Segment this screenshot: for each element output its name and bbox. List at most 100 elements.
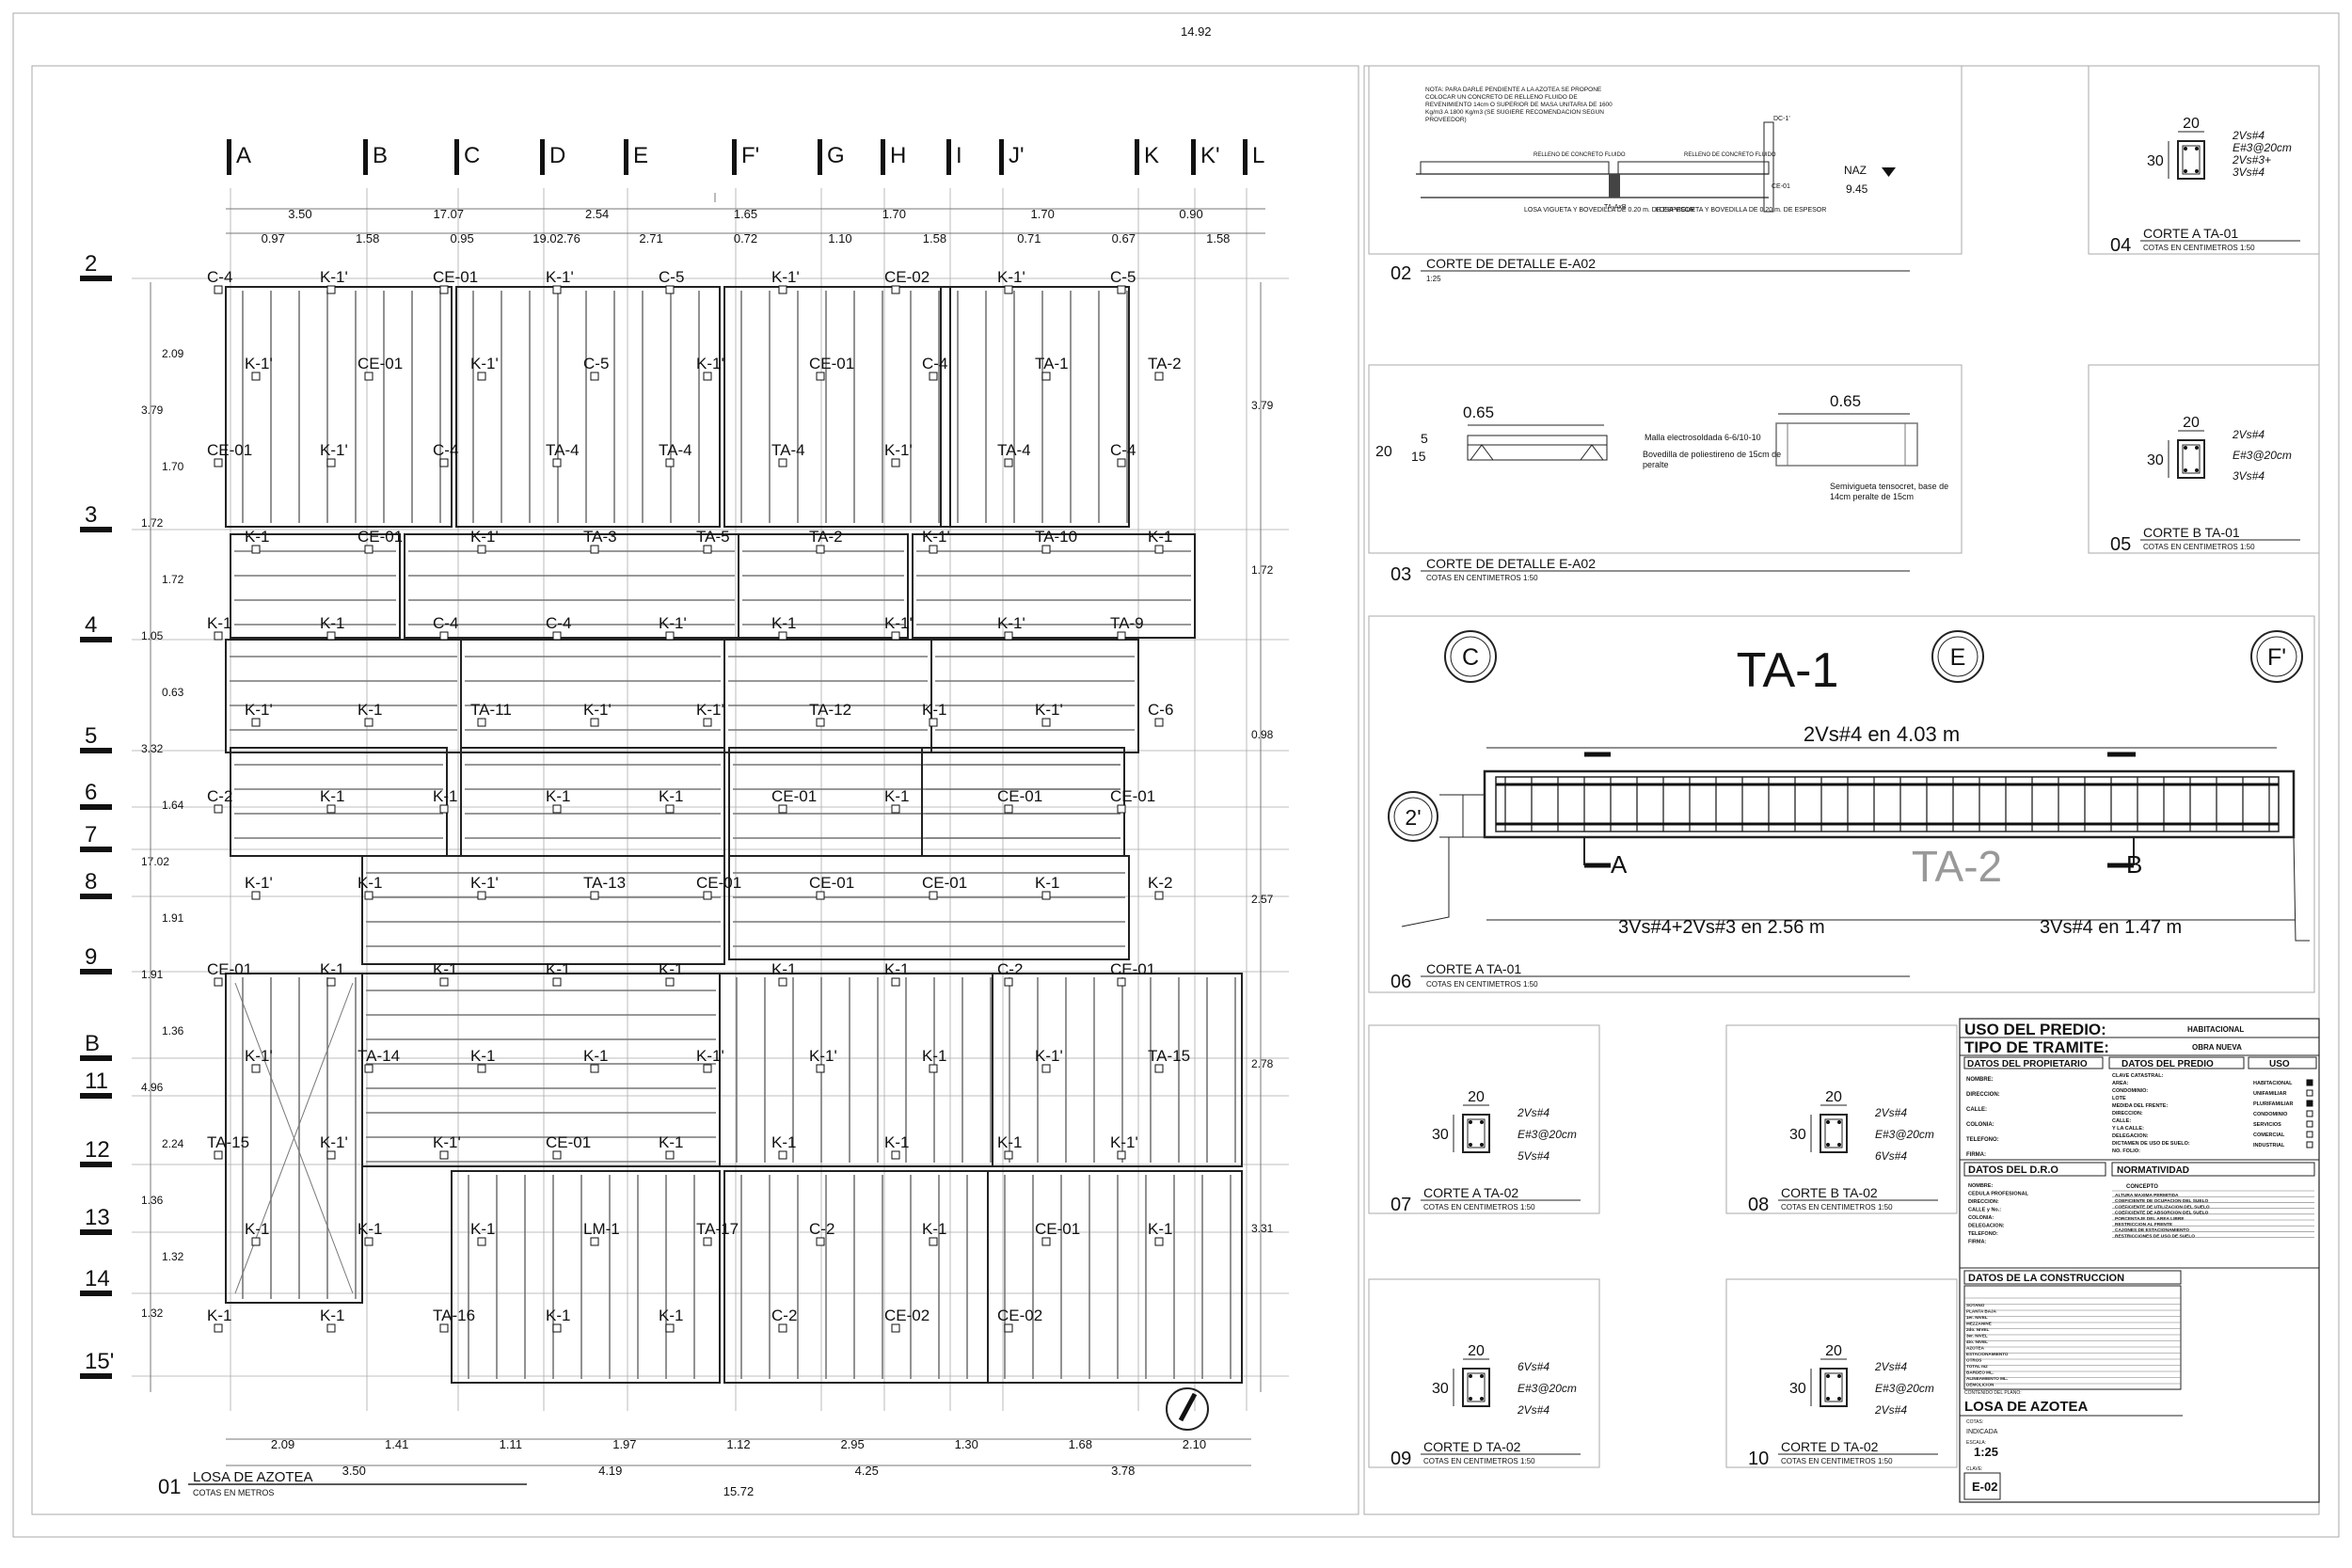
column-marker: [665, 458, 675, 467]
axis-col-marker: G: [818, 139, 845, 175]
field-label: FIRMA:: [1968, 1240, 1986, 1245]
plan-label-title: LOSA DE AZOTEA: [193, 1469, 313, 1485]
column-marker: [251, 718, 261, 727]
plan-element-label: C-5: [659, 268, 684, 286]
column-marker: [1041, 372, 1051, 381]
plan-element-label: CE-01: [1110, 787, 1155, 805]
section-sub: COTAS EN CENTIMETROS 1:50: [1781, 1203, 1893, 1212]
section-rebar-note: 5Vs#4: [1518, 1149, 1549, 1163]
axis-col-label: A: [236, 143, 251, 168]
plan-label-number: 01: [158, 1475, 181, 1498]
plan-element-label: K-1: [470, 1047, 495, 1065]
column-marker: [1154, 545, 1164, 554]
plan-element-label: LM-1: [583, 1220, 620, 1238]
section-rebar-note: 2Vs#4: [2232, 129, 2265, 142]
axis-col-marker: C: [454, 139, 480, 175]
plan-element-label: TA-10: [1035, 528, 1077, 546]
concepto-header: CONCEPTO: [2126, 1184, 2158, 1190]
field-label: COEFICIENTE DE UTILIZACION DEL SUELO: [2115, 1204, 2210, 1210]
column-marker: [816, 718, 825, 727]
plan-element-label: TA-14: [358, 1047, 400, 1065]
uso-value: HABITACIONAL: [2187, 1025, 2244, 1034]
column-marker: [439, 458, 449, 467]
det03-bovedilla: Bovedilla de poliestireno de 15cm de per…: [1643, 450, 1782, 469]
dimension-label: 1.70: [1031, 207, 1055, 221]
column-marker: [1004, 804, 1013, 814]
slab-panel: [723, 639, 932, 753]
axis-row-label: 7: [85, 822, 97, 847]
field-label: TOTAL m2: [1966, 1364, 1988, 1369]
section-rebar-note: 2Vs#4: [1517, 1106, 1549, 1119]
column-marker: [816, 372, 825, 381]
field-label: 2do. NIVEL: [1966, 1327, 1989, 1332]
column-marker: [703, 718, 712, 727]
column-marker: [703, 891, 712, 900]
plan-element-label: K-1': [884, 441, 913, 459]
plan-element-label: K-1: [358, 701, 382, 719]
field-label: AZOTEA: [1966, 1346, 1985, 1351]
svg-text:C: C: [1462, 644, 1479, 671]
column-marker: [326, 285, 336, 294]
column-marker: [929, 545, 938, 554]
column-marker: [1154, 1237, 1164, 1246]
axis-col-marker: J': [999, 139, 1025, 175]
dro-fields: NOMBRE:CEDULA PROFESIONALDIRECCION:CALLE…: [1968, 1183, 2029, 1245]
column-marker: [364, 718, 373, 727]
dimension-label: 0.67: [1112, 231, 1136, 245]
plan-element-label: K-1': [320, 268, 348, 286]
column-marker: [477, 1064, 486, 1073]
dimension-label: 0.95: [450, 231, 473, 245]
plan-element-label: K-1: [470, 1220, 495, 1238]
plan-element-label: K-1: [997, 1133, 1022, 1151]
axis-col-marker: H: [881, 139, 906, 175]
column-marker: [477, 545, 486, 554]
losa-label-2: LOSA VIGUETA Y BOVEDILLA DE 0.20 m. DE E…: [1656, 207, 1826, 214]
plan-element-label: C-6: [1148, 701, 1173, 719]
relleno-label-1: RELLENO DE CONCRETO FLUIDO: [1534, 152, 1626, 158]
plan-element-label: CE-01: [433, 268, 478, 286]
axis-col-marker: F': [732, 139, 759, 175]
axis-row-label: 5: [85, 723, 97, 749]
column-marker: [552, 977, 562, 987]
beam-top-bars: 2Vs#4 en 4.03 m: [1804, 722, 1960, 746]
scale-value: 1:25: [1974, 1445, 1998, 1459]
beam-sub: COTAS EN CENTIMETROS 1:50: [1426, 980, 1538, 989]
dimension-label: 4.19: [598, 1464, 622, 1478]
plan-element-label: K-1': [245, 355, 273, 372]
column-marker: [214, 977, 223, 987]
cotas-value: INDICADA: [1966, 1429, 1998, 1435]
plan-element-label: CE-01: [358, 355, 403, 372]
plan-element-label: K-1: [358, 1220, 382, 1238]
plan-element-label: K-1': [1035, 701, 1063, 719]
column-marker: [891, 631, 900, 641]
det03-htotal: 20: [1375, 444, 1392, 460]
beam-number: 06: [1391, 972, 1411, 992]
column-marker: [665, 977, 675, 987]
field-label: 4to. NIVEL: [1966, 1339, 1988, 1344]
axis-row-marker: 7: [80, 822, 112, 852]
column-marker: [1117, 631, 1126, 641]
detail03-sub: COTAS EN CENTIMETROS 1:50: [1426, 574, 1538, 582]
column-marker: [1154, 718, 1164, 727]
plan-element-label: K-1: [771, 1133, 796, 1151]
section-rebar-note: 6Vs#4: [1518, 1360, 1549, 1373]
column-marker: [364, 891, 373, 900]
plan-element-label: K-1': [997, 614, 1025, 632]
axis-row-marker: B: [80, 1031, 112, 1061]
section-height: 30: [1432, 1127, 1449, 1143]
svg-text:E: E: [1950, 644, 1966, 671]
plan-element-label: C-2: [809, 1220, 834, 1238]
dimension-label: 1.41: [385, 1437, 408, 1451]
slab-panel: [719, 973, 993, 1167]
uso-label: USO DEL PREDIO:: [1964, 1021, 2106, 1038]
plan-element-label: TA-4: [997, 441, 1031, 459]
tramite-value: OBRA NUEVA: [2192, 1043, 2242, 1052]
slab-panel: [738, 533, 909, 639]
column-marker: [590, 718, 599, 727]
plan-element-label: TA-13: [583, 874, 626, 892]
property-fields: CLAVE CATASTRAL:AREA:CONDOMINIO:LOTEMEDI…: [2112, 1073, 2190, 1154]
field-label: DELEGACION:: [2112, 1133, 2149, 1139]
